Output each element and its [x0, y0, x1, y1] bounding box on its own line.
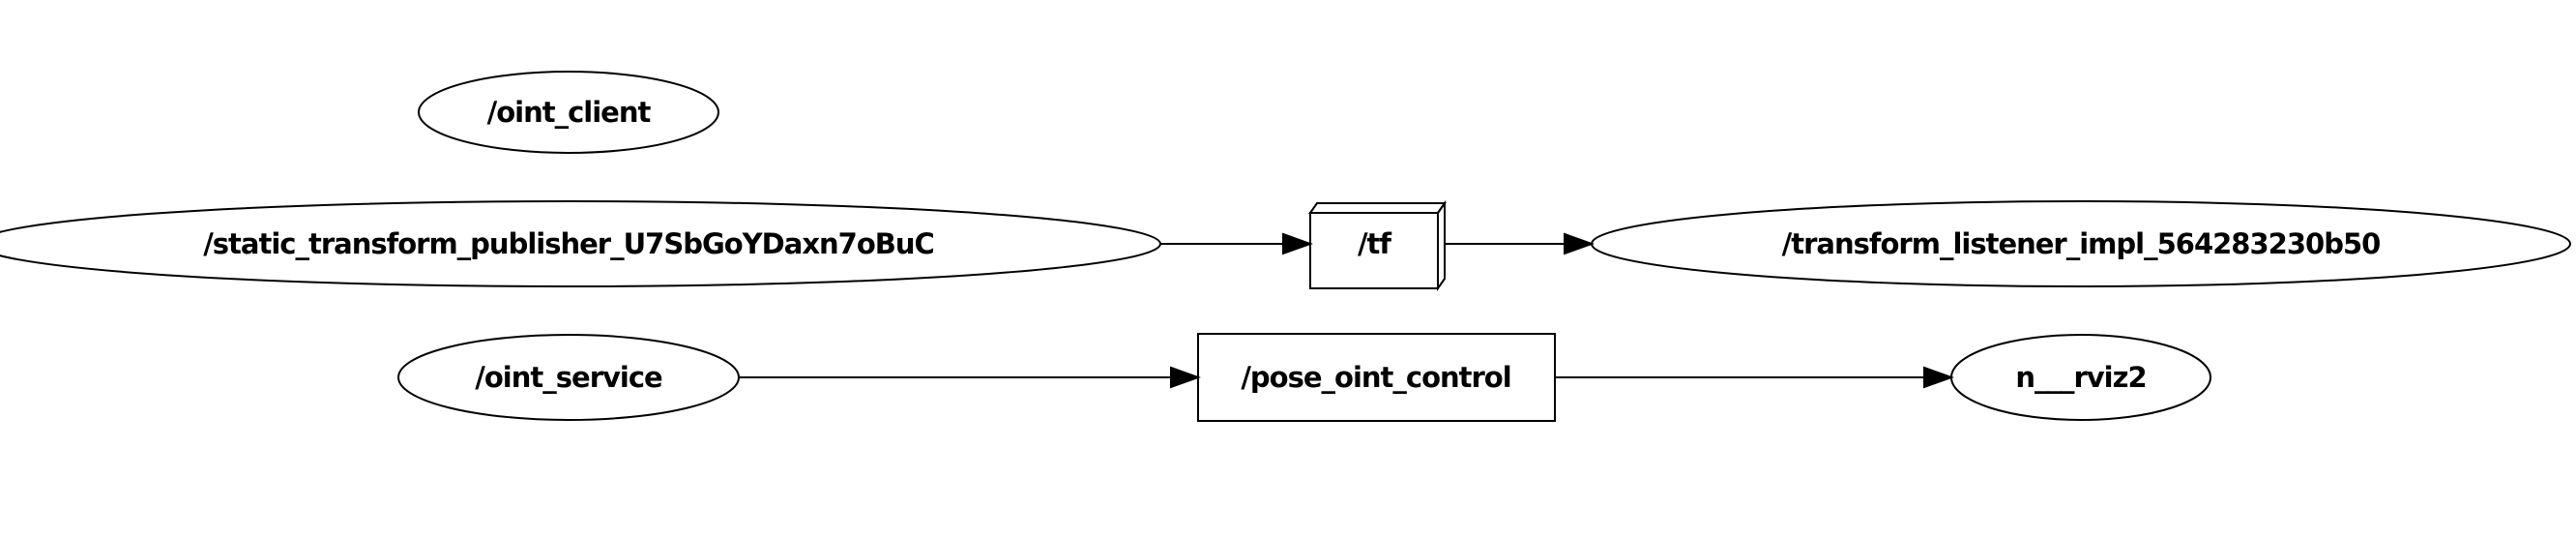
topic-pose-oint-control[interactable]: /pose_oint_control [1197, 333, 1556, 422]
topic-tf-label: /tf [1358, 227, 1391, 260]
node-rviz2-label: n___rviz2 [2015, 361, 2146, 394]
edge-pose-to-rviz2-arrowhead [1923, 366, 1954, 389]
edge-pose-to-rviz2 [1555, 366, 1954, 389]
node-oint-service[interactable]: /oint_service [397, 334, 740, 421]
edge-static-pub-to-tf-arrowhead [1282, 232, 1313, 255]
topic-tf-box [1309, 212, 1439, 289]
topic-tf-box-side [1437, 199, 1446, 292]
node-oint-client-ellipse [418, 71, 719, 154]
edge-oint-service-to-pose [739, 366, 1201, 389]
edge-static-pub-to-tf [1160, 232, 1313, 255]
node-oint-client-label: /oint_client [487, 96, 652, 129]
topic-tf-box-top [1308, 202, 1447, 214]
edge-tf-to-listener-arrowhead [1564, 232, 1595, 255]
node-static-transform-publisher[interactable]: /static_transform_publisher_U7SbGoYDaxn7… [0, 200, 1161, 287]
edge-oint-service-to-pose-arrowhead [1170, 366, 1201, 389]
topic-pose-oint-control-label: /pose_oint_control [1241, 361, 1510, 394]
edge-tf-to-listener [1445, 232, 1595, 255]
topic-tf[interactable]: /tf [1308, 199, 1447, 292]
node-oint-service-label: /oint_service [475, 361, 662, 394]
node-oint-client[interactable]: /oint_client [418, 71, 719, 154]
node-transform-listener-label: /transform_listener_impl_564283230b50 [1782, 227, 2381, 260]
node-rviz2[interactable]: n___rviz2 [1950, 334, 2211, 421]
node-transform-listener[interactable]: /transform_listener_impl_564283230b50 [1591, 200, 2571, 287]
node-static-transform-publisher-label: /static_transform_publisher_U7SbGoYDaxn7… [203, 227, 934, 260]
